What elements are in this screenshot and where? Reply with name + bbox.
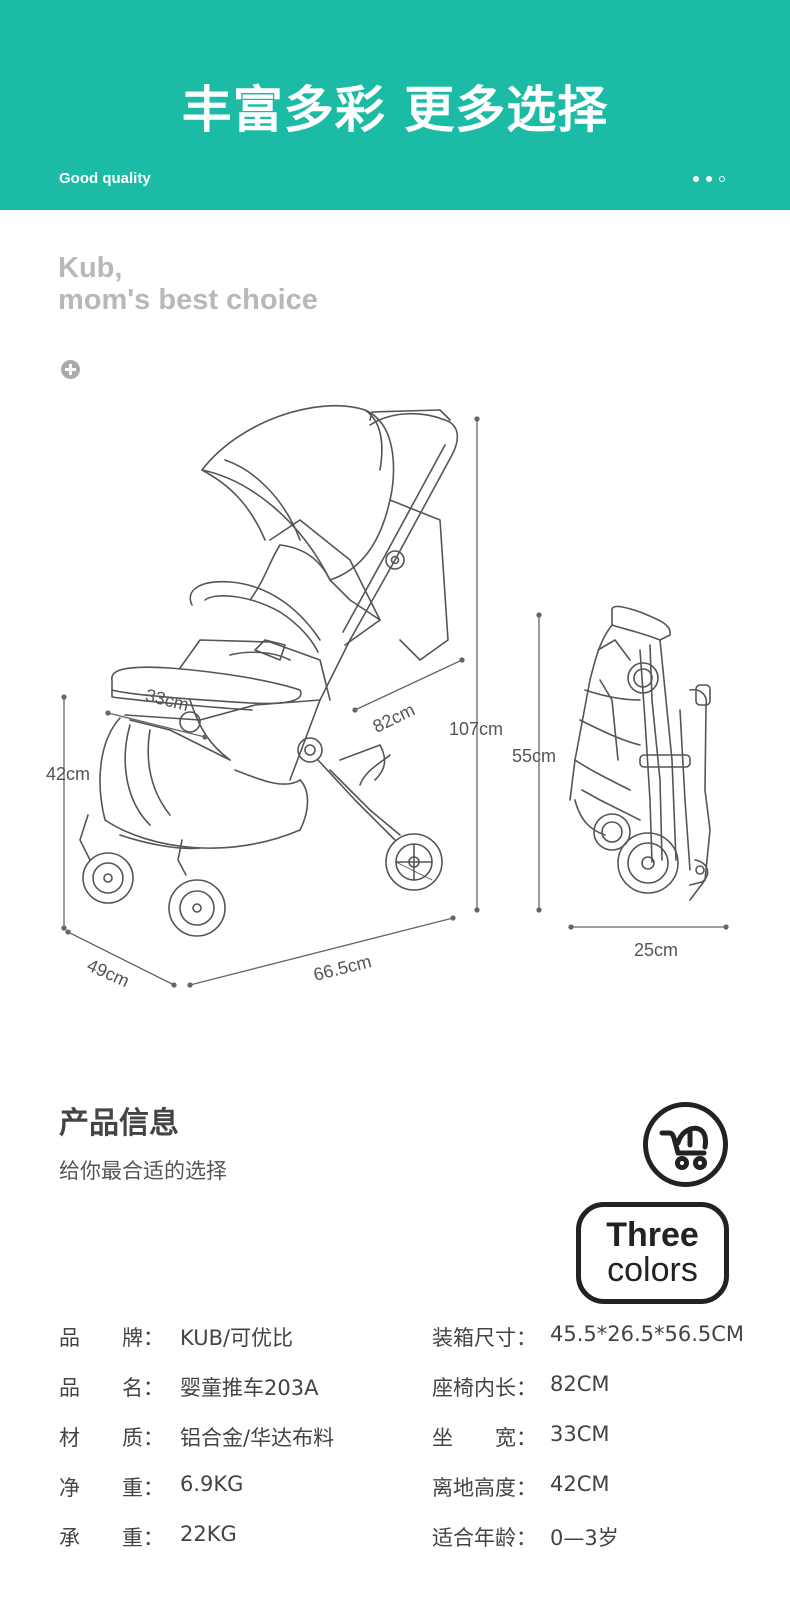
spec-value: 铝合金/华达布料 (180, 1426, 335, 1450)
spec-label: 座椅内长： (432, 1376, 537, 1400)
spec-label: 品 牌： (59, 1326, 164, 1350)
dot-1[interactable] (693, 176, 699, 182)
spec-label: 适合年龄： (432, 1526, 537, 1550)
dim-height: 107cm (449, 719, 504, 739)
badge-line-2: colors (607, 1251, 698, 1289)
pagination-dots[interactable] (693, 176, 725, 182)
dot-3[interactable] (719, 176, 725, 182)
spec-label: 品 名： (59, 1376, 164, 1400)
spec-label: 离地高度： (432, 1476, 537, 1500)
spec-value: 82CM (550, 1372, 610, 1396)
section-title: 产品信息 (59, 1106, 179, 1141)
rear-wheel (385, 833, 443, 891)
folded-stroller-illustration (569, 605, 711, 901)
dim-folded-width: 25cm (634, 940, 679, 960)
plus-circle-icon[interactable] (61, 360, 80, 379)
section-subtitle: 给你最合适的选择 (59, 1159, 227, 1183)
spec-value: 42CM (550, 1472, 610, 1496)
dot-2[interactable] (706, 176, 712, 182)
header-banner: 丰富多彩 更多选择 Good quality (0, 0, 790, 210)
banner-subtitle: Good quality (59, 170, 151, 187)
spec-label: 净 重： (59, 1476, 164, 1500)
dim-seat-height: 42cm (46, 764, 91, 784)
dimension-lines (61, 416, 729, 988)
three-colors-badge: Three colors (576, 1202, 729, 1304)
spec-label: 承 重： (59, 1526, 164, 1550)
front-wheel-left (79, 814, 134, 904)
brand-name: Kub, (58, 252, 123, 284)
banner-title: 丰富多彩 更多选择 (181, 81, 609, 139)
spec-value: 婴童推车203A (180, 1376, 319, 1400)
brand-slogan: mom's best choice (58, 284, 318, 316)
spec-value: 22KG (180, 1522, 237, 1546)
spec-value: 6.9KG (180, 1472, 244, 1496)
spec-value: 33CM (550, 1422, 610, 1446)
spec-label: 装箱尺寸： (432, 1326, 537, 1350)
spec-label: 材 质： (59, 1426, 164, 1450)
stroller-icon (643, 1102, 728, 1187)
stroller-illustration (79, 404, 459, 937)
badge-line-1: Three (606, 1216, 699, 1254)
spec-value: 45.5*26.5*56.5CM (550, 1322, 745, 1346)
spec-value: KUB/可优比 (180, 1326, 294, 1350)
dim-folded-height: 55cm (512, 746, 557, 766)
front-wheel-right (168, 839, 226, 937)
stroller-diagram (61, 404, 729, 988)
spec-value: 0—3岁 (550, 1526, 619, 1550)
spec-label: 坐 宽： (432, 1426, 537, 1450)
